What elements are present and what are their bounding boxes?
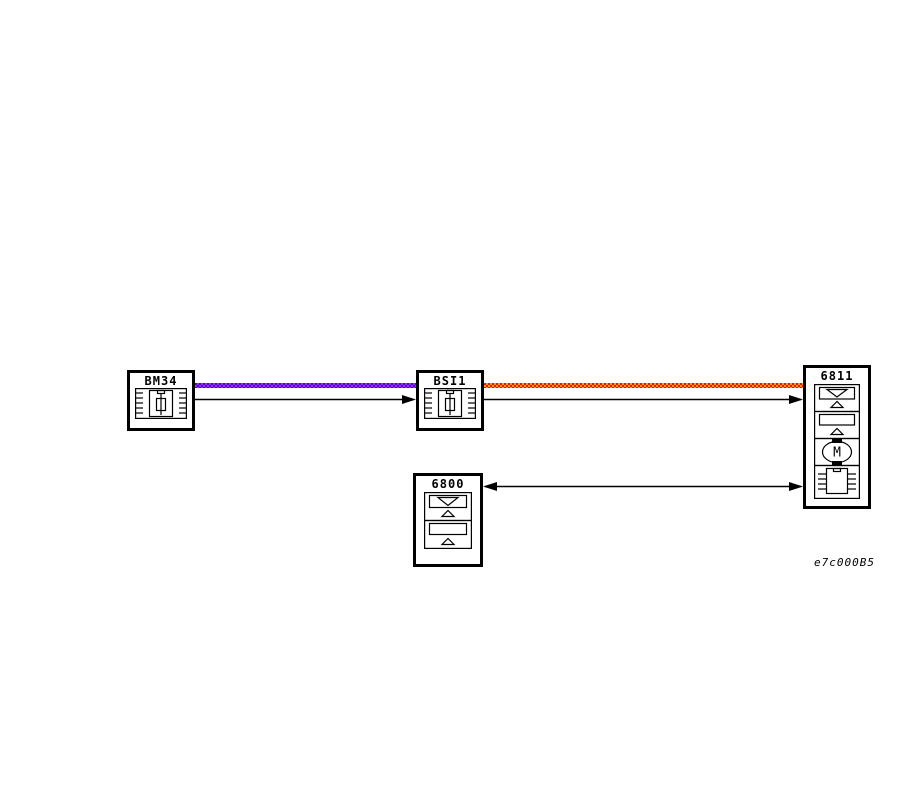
motor-icon: M bbox=[814, 438, 860, 466]
component-symbols bbox=[424, 492, 472, 549]
motor-letter: M bbox=[833, 446, 841, 461]
power-wire-orange bbox=[484, 383, 803, 388]
double-triangle-switch-icon bbox=[424, 492, 472, 521]
component-box-6811: 6811 bbox=[803, 365, 871, 509]
component-box-bm34: BM34 bbox=[127, 370, 195, 431]
arrowhead-into-6811-top bbox=[789, 395, 803, 404]
component-label: 6800 bbox=[431, 477, 465, 491]
power-wire-purple bbox=[195, 383, 416, 388]
component-label: BM34 bbox=[144, 374, 178, 388]
single-triangle-switch-icon bbox=[814, 411, 860, 439]
component-symbols: M bbox=[814, 384, 860, 499]
arrowhead-into-bsi1 bbox=[402, 395, 416, 404]
arrowhead-into-6811-bottom bbox=[789, 482, 803, 491]
component-label: 6811 bbox=[820, 369, 854, 383]
fuse-box-icon bbox=[135, 388, 187, 419]
control-unit-chip-icon bbox=[814, 465, 860, 499]
drawing-reference-code: e7c000B5 bbox=[814, 556, 875, 569]
component-box-bsi1: BSI1 bbox=[416, 370, 484, 431]
arrowhead-into-6800 bbox=[483, 482, 497, 491]
single-triangle-switch-icon bbox=[424, 520, 472, 549]
fuse-box-icon bbox=[424, 388, 476, 419]
double-triangle-switch-icon bbox=[814, 384, 860, 412]
component-label: BSI1 bbox=[433, 374, 467, 388]
component-box-6800: 6800 bbox=[413, 473, 483, 567]
